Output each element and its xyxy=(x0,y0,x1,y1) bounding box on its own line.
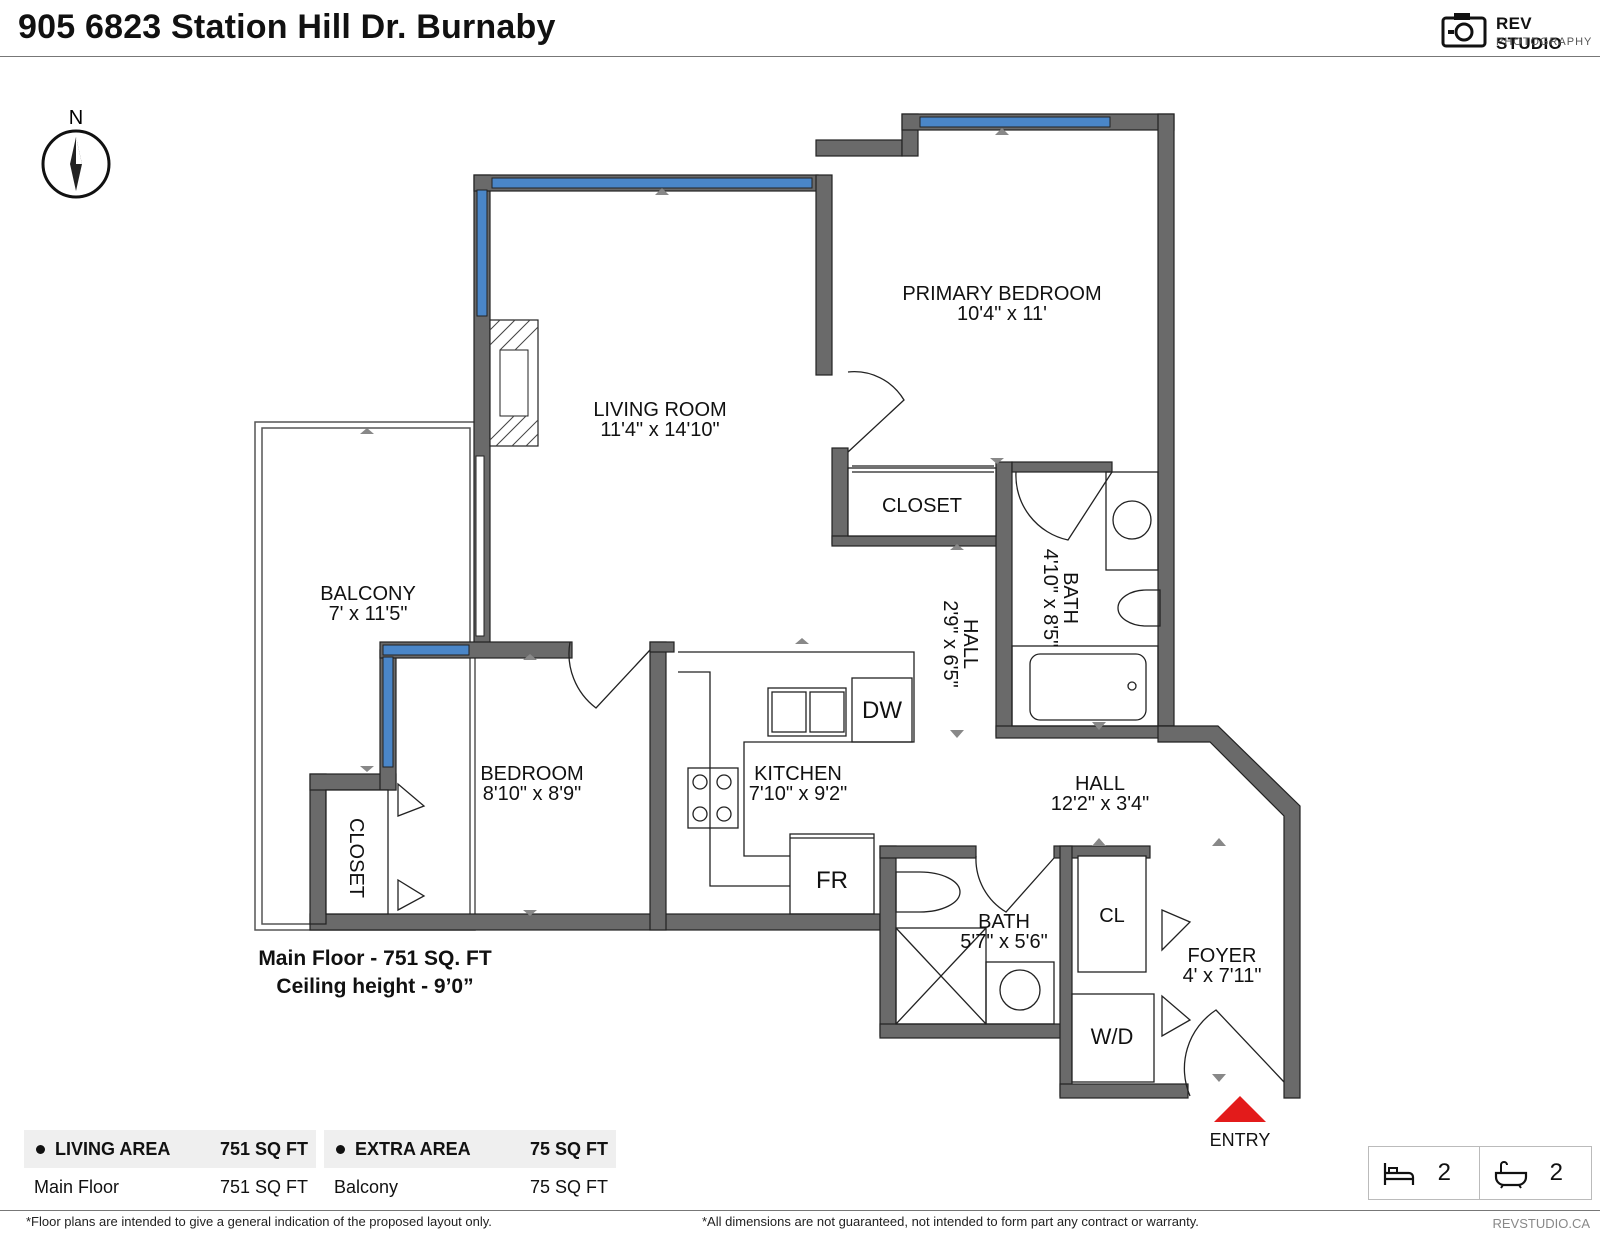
kitchen-sink xyxy=(767,687,847,737)
north-compass-icon: N xyxy=(41,107,111,199)
living-area-total: 751 SQ FT xyxy=(219,1138,308,1159)
balcony-label: BALCONY xyxy=(320,583,416,605)
extra-area-total: 75 SQ FT xyxy=(529,1138,608,1159)
kitchen-label: KITCHEN xyxy=(754,763,842,785)
entry-marker xyxy=(1214,1096,1266,1122)
brand-sub: PHOTOGRAPHY xyxy=(1496,36,1593,48)
primary-closet xyxy=(847,467,997,537)
website: REVSTUDIO.CA xyxy=(1492,1216,1590,1231)
living-room-dims: 11'4" x 14'10" xyxy=(600,419,719,441)
washer-dryer-label: W/D xyxy=(1091,1024,1134,1049)
fridge xyxy=(789,833,875,915)
bathroom-count: 2 xyxy=(1481,1147,1591,1199)
primary-bedroom-dims: 10'4" x 11' xyxy=(957,303,1047,325)
kitchen-dims: 7'10" x 9'2" xyxy=(749,783,848,805)
row-name: Main Floor xyxy=(34,1176,120,1197)
disclaimer-left: *Floor plans are intended to give a gene… xyxy=(26,1214,492,1229)
bathtub-icon xyxy=(1494,1161,1528,1189)
main-bath-label: BATH xyxy=(978,911,1030,933)
hall-dims: 12'2" x 3'4" xyxy=(1051,793,1150,815)
brand-name: REV STUDIO xyxy=(1496,14,1563,53)
bedroom-closet-label: CLOSET xyxy=(345,818,367,898)
fridge-label: FR xyxy=(816,867,848,894)
table-row: Balcony 75 SQ FT xyxy=(324,1168,616,1206)
bedroom-dims: 8'10" x 8'9" xyxy=(483,783,582,805)
camera-icon xyxy=(1441,13,1487,48)
dimension-markers xyxy=(360,128,1226,1082)
extra-area-header: EXTRA AREA 75 SQ FT xyxy=(324,1130,616,1168)
ceiling-height-line: Ceiling height - 9’0” xyxy=(276,975,474,998)
hall-label: HALL xyxy=(1075,773,1125,795)
kitchen-counters xyxy=(678,651,915,915)
row-value: 75 SQ FT xyxy=(529,1176,608,1197)
footer-divider xyxy=(0,1210,1600,1211)
foyer-closet-label: CL xyxy=(1099,905,1125,927)
foyer-label: FOYER xyxy=(1188,945,1257,967)
extra-area-table: EXTRA AREA 75 SQ FT Balcony 75 SQ FT xyxy=(324,1130,616,1210)
living-room-label: LIVING ROOM xyxy=(593,399,726,421)
dishwasher-label: DW xyxy=(862,697,902,724)
bath-fixtures xyxy=(895,471,1161,1025)
foyer-dims: 4' x 7'11" xyxy=(1183,965,1262,987)
page-title: 905 6823 Station Hill Dr. Burnaby xyxy=(18,8,556,46)
living-area-label: LIVING AREA xyxy=(55,1138,171,1159)
row-value: 751 SQ FT xyxy=(219,1176,308,1197)
fireplace xyxy=(489,319,539,447)
bullet-icon xyxy=(36,1145,45,1155)
row-name: Balcony xyxy=(334,1176,399,1197)
floor-area-line: Main Floor - 751 SQ. FT xyxy=(258,947,492,970)
living-area-header: LIVING AREA 751 SQ FT xyxy=(24,1130,316,1168)
living-area-table: LIVING AREA 751 SQ FT Main Floor 751 SQ … xyxy=(24,1130,316,1210)
windows xyxy=(382,116,1111,768)
sliding-door xyxy=(475,455,485,637)
bedroom-count: 2 xyxy=(1369,1147,1479,1199)
door-swings xyxy=(397,371,1285,1097)
entry-label: ENTRY xyxy=(1210,1130,1271,1150)
balcony-dims: 7' x 11'5" xyxy=(329,603,408,625)
cooktop xyxy=(687,767,739,829)
compass-label: N xyxy=(69,107,83,129)
extra-area-label: EXTRA AREA xyxy=(355,1138,471,1159)
brand-logo: REV STUDIO PHOTOGRAPHY xyxy=(1440,8,1593,53)
count-divider xyxy=(1479,1147,1480,1199)
main-bath-dims: 5'7" x 5'6" xyxy=(960,931,1047,953)
floor-info: Main Floor - 751 SQ. FT Ceiling height -… xyxy=(240,945,510,1001)
table-row: Main Floor 751 SQ FT xyxy=(24,1168,316,1206)
bedroom-closet xyxy=(325,789,389,915)
bullet-icon xyxy=(336,1145,345,1155)
room-counts: 2 2 xyxy=(1368,1146,1592,1200)
washer-dryer xyxy=(1071,993,1155,1083)
hall-vertical-label: HALL xyxy=(959,619,981,669)
disclaimer-right: *All dimensions are not guaranteed, not … xyxy=(702,1214,1199,1229)
bathroom-count-value: 2 xyxy=(1549,1159,1563,1186)
dishwasher xyxy=(851,677,913,743)
ensuite-bath-label: BATH xyxy=(1059,572,1081,624)
hall-vertical-dims: 2'9" x 6'5" xyxy=(939,600,961,687)
ensuite-bath-dims: 4'10" x 8'5" xyxy=(1039,549,1061,648)
header-divider xyxy=(0,56,1600,57)
primary-bedroom-label: PRIMARY BEDROOM xyxy=(902,283,1101,305)
bedroom-label: BEDROOM xyxy=(480,763,583,785)
foyer-closet xyxy=(1077,855,1147,973)
bed-icon xyxy=(1383,1163,1415,1185)
bedroom-count-value: 2 xyxy=(1437,1159,1451,1186)
primary-closet-label: CLOSET xyxy=(882,495,962,517)
